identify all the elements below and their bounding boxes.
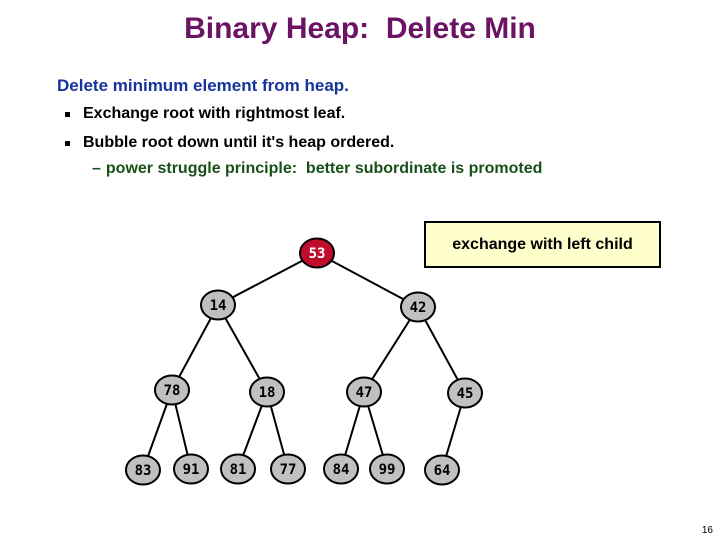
- tree-node-label-14: 14: [210, 298, 227, 314]
- tree-node-ellipse-91: [173, 453, 209, 485]
- tree-node-ellipse-81: [220, 453, 256, 485]
- bullet-text-bubble-down: Bubble root down until it's heap ordered…: [83, 134, 395, 151]
- bullet-item-2: Bubble root down until it's heap ordered…: [65, 133, 394, 153]
- tree-node-64: 64: [424, 454, 460, 486]
- tree-node-ellipse-47: [346, 376, 382, 408]
- tree-node-label-81: 81: [230, 462, 247, 478]
- tree-node-ellipse-45: [447, 377, 483, 409]
- tree-node-ellipse-18: [249, 376, 285, 408]
- dash-marker: –: [92, 160, 101, 177]
- tree-node-42: 42: [400, 291, 436, 323]
- tree-node-ellipse-53: [299, 237, 335, 269]
- tree-node-ellipse-42: [400, 291, 436, 323]
- tree-node-label-99: 99: [379, 462, 396, 478]
- tree-node-label-91: 91: [183, 462, 200, 478]
- tree-node-label-47: 47: [356, 385, 373, 401]
- page-title: Binary Heap: Delete Min: [184, 12, 536, 45]
- tree-node-label-84: 84: [333, 462, 350, 478]
- tree-node-83: 83: [125, 454, 161, 486]
- tree-node-label-64: 64: [434, 463, 451, 479]
- callout-label: exchange with left child: [452, 235, 633, 253]
- tree-node-ellipse-64: [424, 454, 460, 486]
- tree-node-77: 77: [270, 453, 306, 485]
- sub-bullet-item: – power struggle principle: better subor…: [92, 159, 542, 179]
- tree-node-label-83: 83: [135, 463, 152, 479]
- tree-node-label-18: 18: [259, 385, 276, 401]
- tree-node-label-42: 42: [410, 300, 427, 316]
- tree-node-ellipse-77: [270, 453, 306, 485]
- tree-node-47: 47: [346, 376, 382, 408]
- tree-node-label-77: 77: [280, 462, 297, 478]
- page-number: 16: [701, 525, 713, 536]
- tree-node-81: 81: [220, 453, 256, 485]
- tree-edge-53-14: [217, 252, 318, 306]
- tree-node-84: 84: [323, 453, 359, 485]
- tree-node-label-53: 53: [309, 246, 326, 262]
- tree-node-label-45: 45: [457, 386, 474, 402]
- tree-edge-42-45: [417, 306, 466, 394]
- tree-node-18: 18: [249, 376, 285, 408]
- tree-edge-14-78: [171, 304, 219, 391]
- tree-node-45: 45: [447, 377, 483, 409]
- callout-box: exchange with left child: [424, 221, 661, 268]
- tree-node-78: 78: [154, 374, 190, 406]
- tree-node-ellipse-84: [323, 453, 359, 485]
- square-bullet-icon: [65, 141, 70, 146]
- tree-node-14: 14: [200, 289, 236, 321]
- tree-edge-14-18: [217, 304, 268, 393]
- tree-node-53: 53: [299, 237, 335, 269]
- tree-edge-53-42: [316, 252, 419, 308]
- sub-bullet-text-power-struggle: power struggle principle: better subordi…: [105, 160, 543, 177]
- square-bullet-icon: [65, 112, 70, 117]
- heading-delete-min: Delete minimum element from heap.: [57, 76, 349, 95]
- bullet-item-1: Exchange root with rightmost leaf.: [65, 104, 345, 124]
- tree-node-91: 91: [173, 453, 209, 485]
- tree-node-ellipse-99: [369, 453, 405, 485]
- bullet-text-exchange-root: Exchange root with rightmost leaf.: [83, 105, 346, 122]
- tree-edge-42-47: [363, 306, 419, 393]
- tree-node-99: 99: [369, 453, 405, 485]
- tree-node-label-78: 78: [164, 383, 181, 399]
- tree-node-ellipse-83: [125, 454, 161, 486]
- tree-node-ellipse-14: [200, 289, 236, 321]
- tree-node-ellipse-78: [154, 374, 190, 406]
